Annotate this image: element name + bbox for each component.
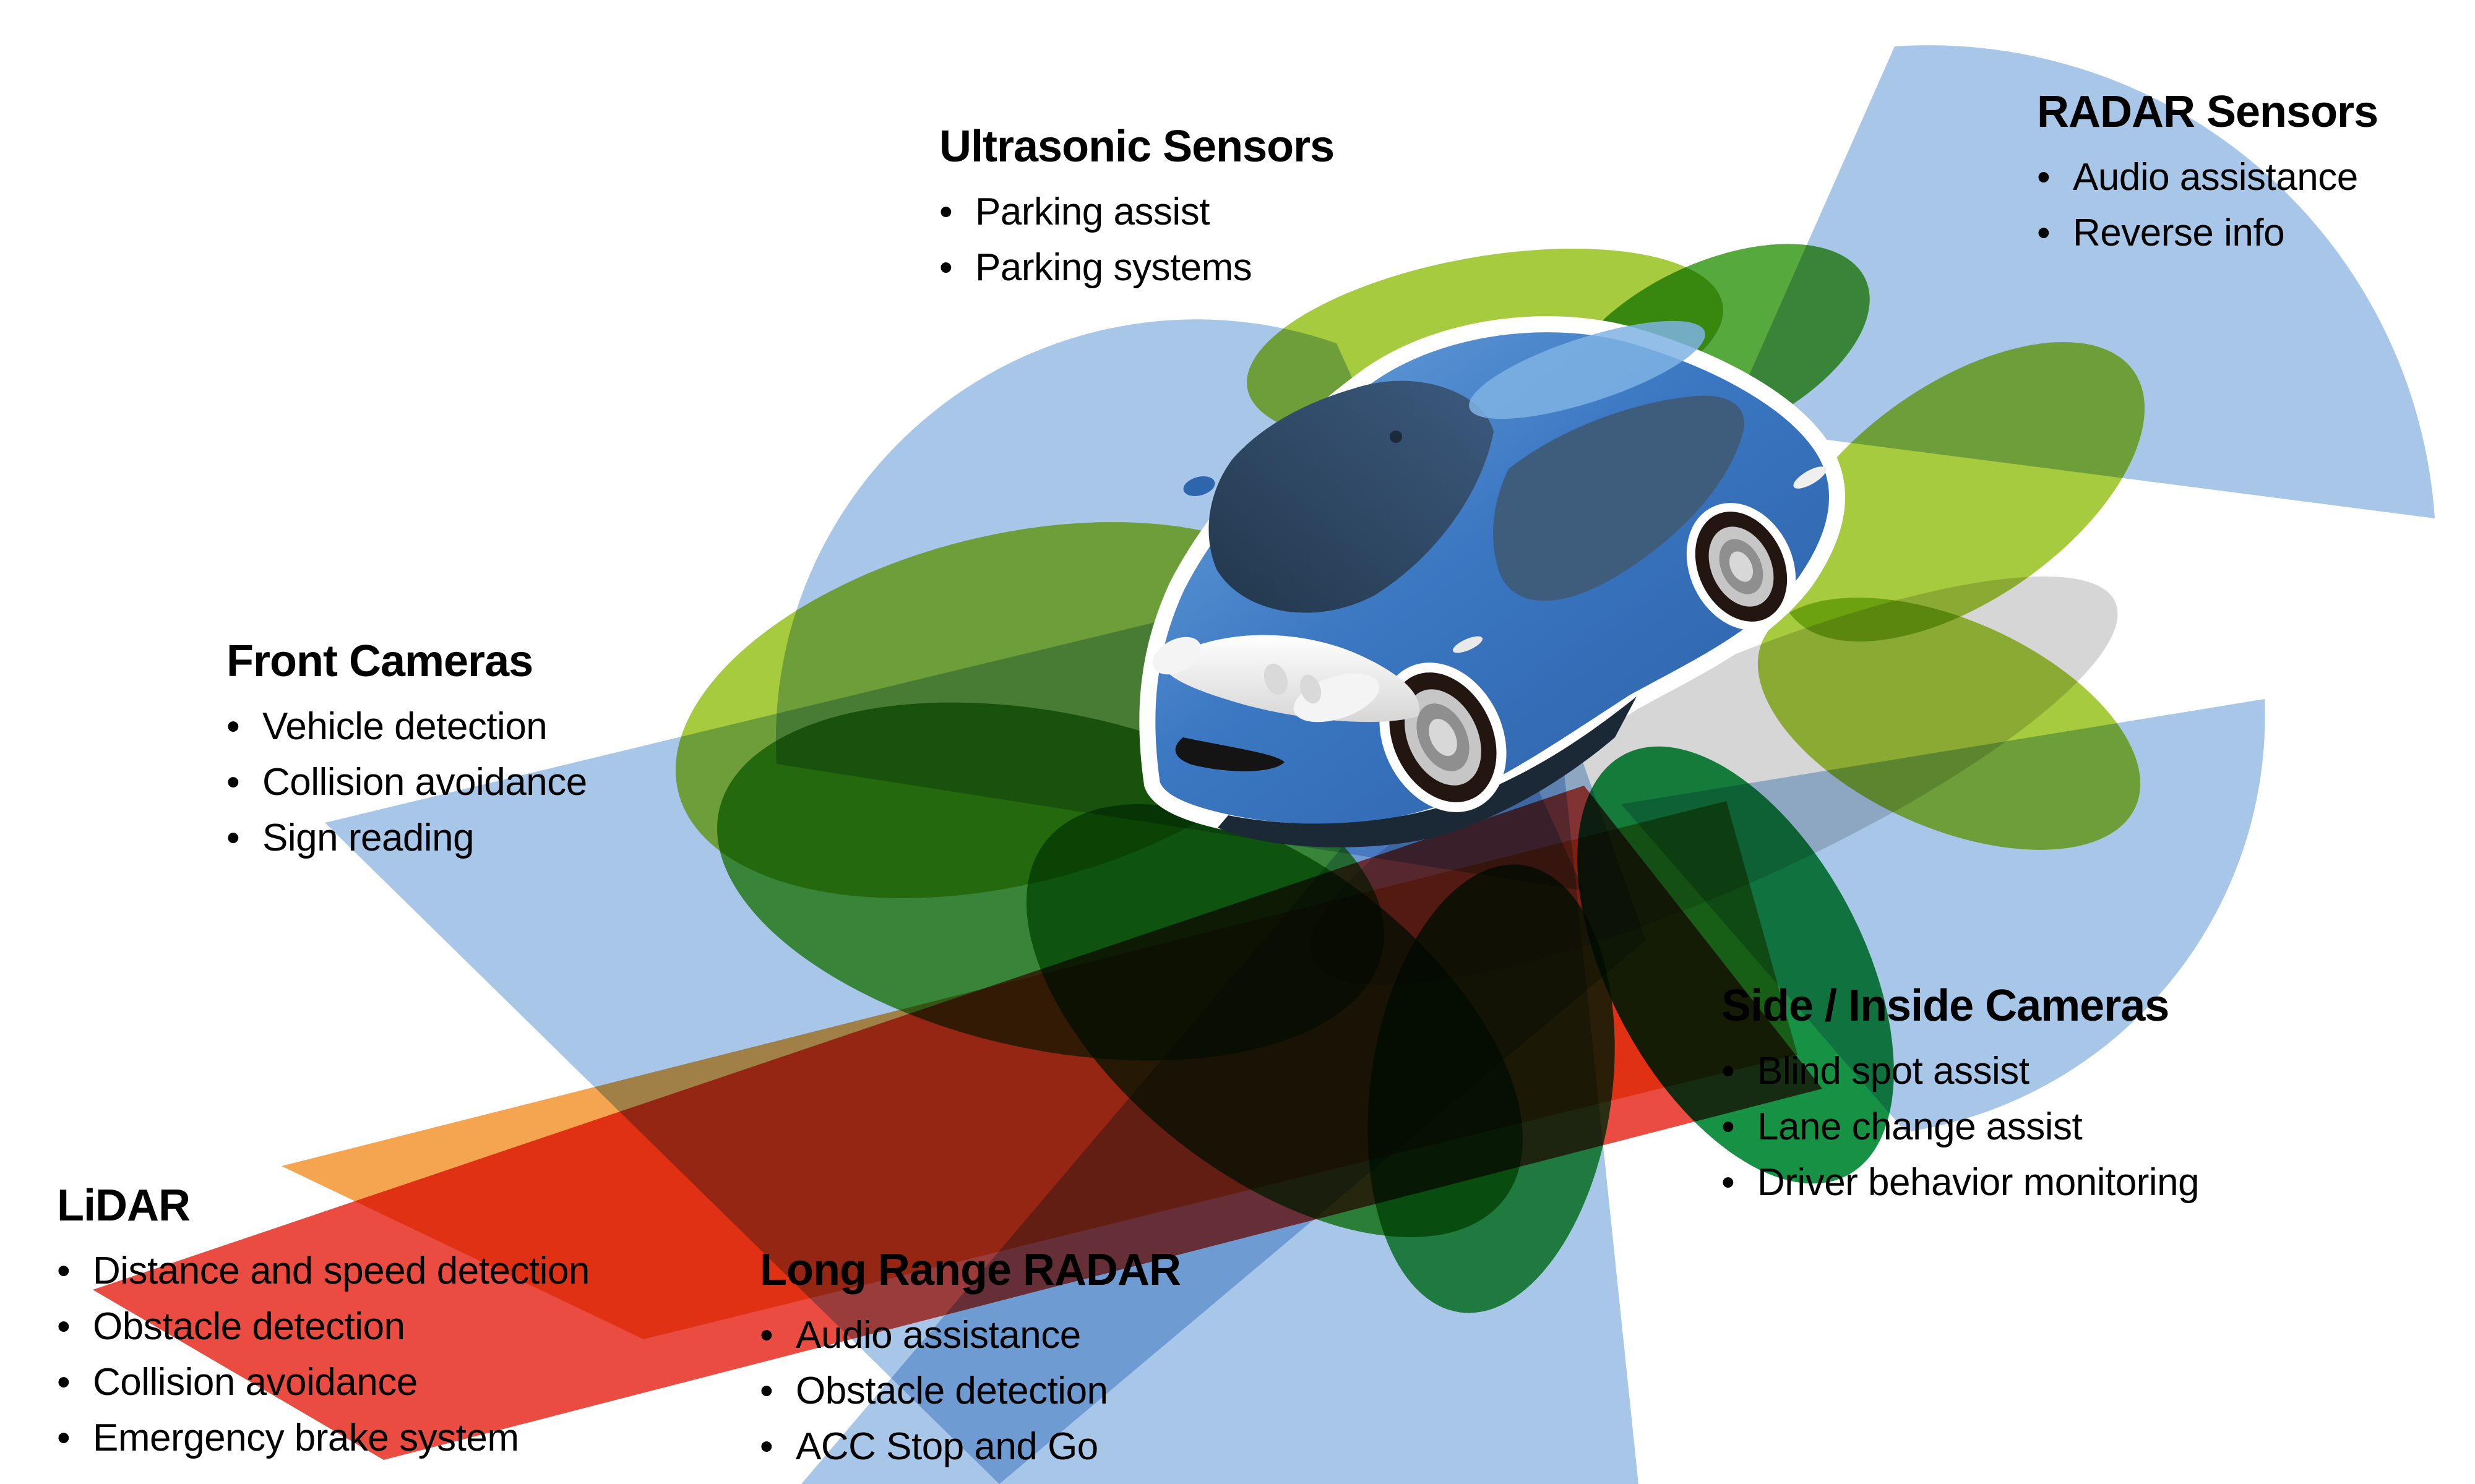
label-title: LiDAR — [57, 1181, 191, 1230]
bullet-icon: • — [57, 1305, 71, 1348]
label-item: • Parking systems — [939, 240, 1334, 296]
bullet-icon: • — [1721, 1105, 1735, 1148]
bullet-icon: • — [2037, 156, 2051, 199]
item-text: Parking systems — [975, 246, 1252, 289]
fog-light-b — [1299, 674, 1322, 704]
label-front-cameras: Front Cameras • Vehicle detection • Collis… — [226, 636, 587, 866]
item-text: Parking assist — [975, 191, 1210, 233]
bullet-icon: • — [760, 1370, 773, 1412]
bullet-icon: • — [226, 705, 240, 748]
label-item: • ACC Stop and Go — [760, 1419, 1181, 1475]
label-item: • Obstacle detection — [760, 1363, 1181, 1419]
item-text: Reverse info — [2073, 212, 2285, 254]
bullet-icon: • — [57, 1250, 71, 1292]
bullet-icon: • — [760, 1314, 773, 1357]
item-text: ACC Stop and Go — [796, 1425, 1098, 1468]
label-item: • Parking assist — [939, 184, 1334, 240]
item-text: Collision avoidance — [93, 1361, 418, 1404]
item-text: Distance and speed detection — [93, 1250, 590, 1292]
item-text: Driver behavior monitoring — [1757, 1161, 2200, 1204]
bullet-icon: • — [1721, 1050, 1735, 1092]
item-text: Emergency brake system — [93, 1417, 519, 1459]
label-title: Front Cameras — [226, 637, 533, 686]
rear-hub — [1729, 551, 1754, 582]
fog-light-a — [1263, 663, 1288, 695]
side-mirror — [1183, 476, 1215, 496]
label-side-inside-cameras: Side / Inside Cameras • Blind spot assist… — [1721, 980, 2200, 1211]
label-title: RADAR Sensors — [2037, 87, 2378, 137]
windshield-camera-dot — [1390, 431, 1402, 443]
label-title: Side / Inside Cameras — [1721, 981, 2169, 1031]
car-side-window — [1493, 395, 1744, 601]
label-radar-sensors: RADAR Sensors • Audio assistance • Reverse… — [2037, 87, 2378, 261]
rear-wheel — [1686, 503, 1796, 630]
item-text: Obstacle detection — [93, 1305, 405, 1348]
label-item: • Sign reading — [226, 810, 587, 866]
label-item: • Driver behavior monitoring — [1721, 1155, 2200, 1211]
petal-right-up-light — [1778, 341, 2145, 642]
item-text: Vehicle detection — [262, 705, 548, 748]
label-long-range-radar: Long Range RADAR • Audio assistance • Obst… — [760, 1245, 1181, 1475]
label-lidar: LiDAR • Distance and speed detection • Obs… — [57, 1180, 590, 1466]
tail-light — [1793, 466, 1827, 489]
label-item: • Lane change assist — [1721, 1099, 2199, 1155]
bullet-icon: • — [760, 1425, 773, 1468]
item-text: Blind spot assist — [1757, 1050, 2030, 1092]
label-item: • Audio assistance — [2037, 150, 2378, 205]
label-item: • Reverse info — [2037, 205, 2378, 261]
bullet-icon: • — [226, 761, 240, 804]
label-item: • Collision avoidance — [226, 755, 587, 810]
bullet-icon: • — [2037, 212, 2051, 254]
label-title: Ultrasonic Sensors — [939, 122, 1335, 171]
label-item: • Blind spot assist — [1721, 1044, 2199, 1099]
item-text: Audio assistance — [796, 1314, 1081, 1357]
item-text: Lane change assist — [1757, 1105, 2083, 1148]
label-ultrasonic-sensors: Ultrasonic Sensors • Parking assist • Park… — [939, 121, 1335, 296]
label-item: • Vehicle detection — [226, 699, 587, 755]
label-item: • Emergency brake system — [57, 1410, 590, 1466]
item-text: Audio assistance — [2073, 156, 2358, 199]
label-item: • Obstacle detection — [57, 1299, 590, 1355]
bullet-icon: • — [939, 191, 953, 233]
item-text: Collision avoidance — [262, 761, 587, 804]
bullet-icon: • — [1721, 1161, 1735, 1204]
bullet-icon: • — [939, 246, 953, 289]
label-item: • Collision avoidance — [57, 1355, 590, 1410]
radar-rear-right-beam — [1726, 45, 2435, 519]
roof-highlight — [1469, 320, 1705, 419]
label-item: • Distance and speed detection — [57, 1243, 590, 1299]
car-grille — [1175, 737, 1285, 771]
item-text: Obstacle detection — [796, 1370, 1108, 1412]
label-title: Long Range RADAR — [760, 1245, 1181, 1295]
item-text: Sign reading — [262, 817, 475, 859]
label-item: • Audio assistance — [760, 1308, 1181, 1363]
car-windshield — [1208, 380, 1494, 613]
car-shadow — [1310, 576, 2118, 985]
door-handle — [1452, 636, 1483, 653]
car-illustration — [1139, 316, 1845, 847]
car-underbody — [1218, 697, 1637, 847]
headlight-left — [1152, 637, 1202, 675]
bullet-icon: • — [57, 1417, 71, 1459]
bullet-icon: • — [226, 817, 240, 859]
front-hub — [1429, 718, 1457, 757]
bullet-icon: • — [57, 1361, 71, 1404]
